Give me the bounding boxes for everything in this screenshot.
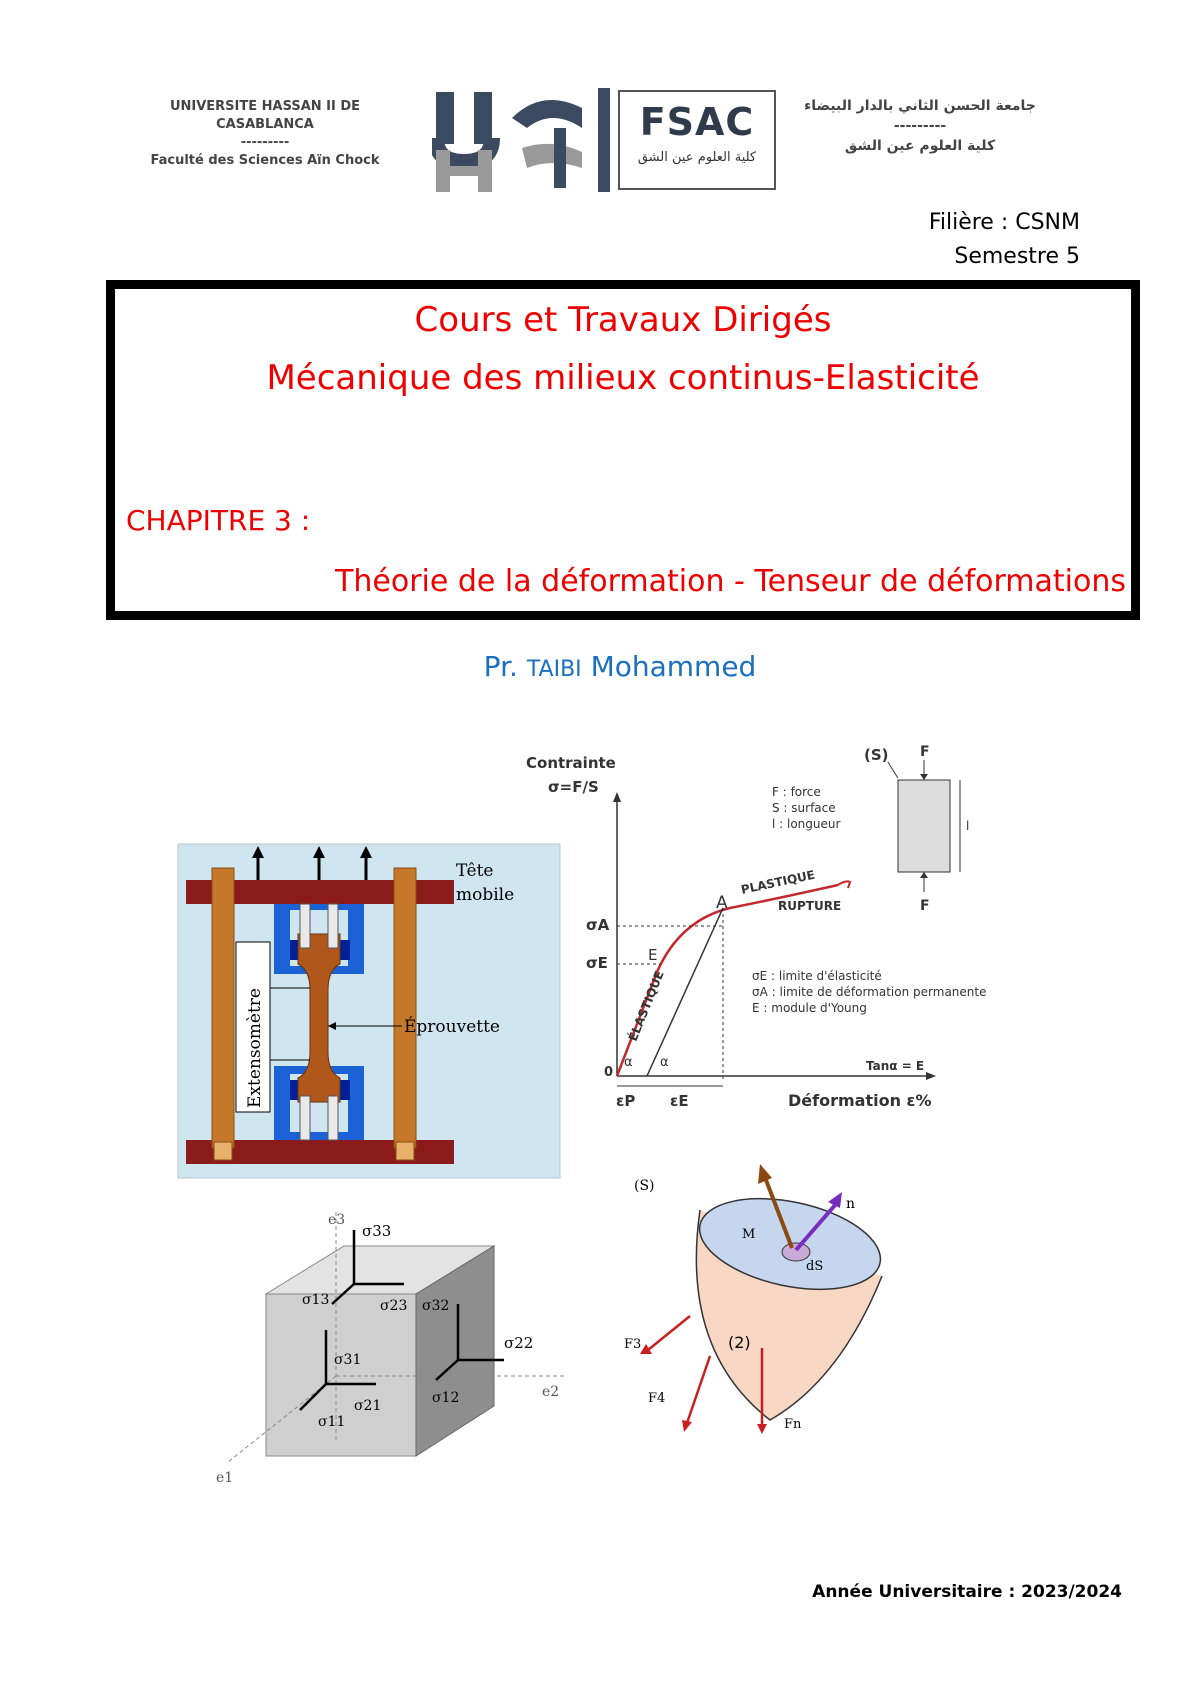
cube-front — [265, 1293, 417, 1457]
sigma-13: σ13 — [302, 1292, 329, 1308]
tan-alpha: Tanα = E — [866, 1059, 924, 1073]
specimen-label: Éprouvette — [404, 1016, 500, 1037]
axis-e3: e3 — [328, 1212, 345, 1228]
sigma-12: σ12 — [432, 1390, 459, 1406]
rupture-end — [837, 880, 852, 889]
stress-strain-figure: Contrainte σ=F/S σA σE A E ÉLASTIQUE PLA… — [526, 744, 986, 1110]
alpha-2: α — [660, 1055, 669, 1070]
author-prefix: Pr. — [483, 650, 518, 683]
separator-line: --------- — [240, 135, 290, 150]
chapter-label: CHAPITRE 3 : — [126, 504, 311, 537]
section-label: (S) — [864, 746, 889, 764]
legend-length: l : longueur — [772, 817, 840, 831]
filiere: Filière : CSNM — [928, 210, 1080, 235]
origin-label: 0 — [604, 1065, 613, 1080]
mobile-label: mobile — [456, 885, 514, 905]
epsilon-e-label: εE — [670, 1092, 689, 1110]
cube-side — [415, 1245, 495, 1457]
traction-vector — [764, 1179, 794, 1249]
sigma-31: σ31 — [334, 1352, 361, 1368]
sigma-11: σ11 — [318, 1414, 345, 1430]
point-e: E — [648, 946, 657, 964]
top-arrows — [252, 846, 372, 880]
head-label: Tête — [456, 861, 493, 881]
unloading-line — [646, 907, 724, 1077]
chapter-title: Théorie de la déformation - Tenseur de d… — [335, 564, 1126, 599]
author-firstname: Mohammed — [590, 650, 757, 683]
surface-ds: dS — [806, 1259, 823, 1274]
alpha-1: α — [624, 1055, 633, 1070]
semestre: Semestre 5 — [954, 244, 1080, 269]
rupture-label: RUPTURE — [778, 899, 841, 913]
elastic-zone-label: ÉLASTIQUE — [625, 968, 667, 1043]
extensometer — [235, 941, 271, 1113]
program-info: Filière : CSNM Semestre 5 — [929, 206, 1080, 274]
force-top-label: F — [920, 744, 930, 760]
right-column — [393, 867, 417, 1149]
course-subject: Mécanique des milieux continus-Elasticit… — [266, 358, 980, 398]
region-label: (2) — [728, 1333, 751, 1352]
author-surname: Taibi — [526, 657, 582, 682]
course-title: Cours et Travaux Dirigés — [414, 300, 832, 340]
y-axis-formula: σ=F/S — [548, 778, 599, 796]
force-f3: F3 — [624, 1337, 641, 1352]
logo-divider — [598, 88, 610, 192]
force-fn: Fn — [784, 1417, 802, 1432]
axis-e1: e1 — [216, 1470, 233, 1486]
point-m: M — [742, 1227, 755, 1242]
x-axis-label: Déformation ε% — [788, 1091, 931, 1110]
y-axis-label: Contrainte — [526, 754, 616, 772]
normal-n: n — [846, 1196, 855, 1212]
note-young: E : module d'Young — [752, 1001, 867, 1015]
university-name-ar: جامعة الحسن الثاني بالدار البيضاء ------… — [790, 96, 1050, 156]
university-line-ar: جامعة الحسن الثاني بالدار البيضاء — [804, 98, 1036, 114]
sigma-32: σ32 — [422, 1298, 449, 1314]
legend-surface: S : surface — [772, 801, 836, 815]
university-logo — [432, 92, 582, 192]
university-line: UNIVERSITE HASSAN II DE CASABLANCA — [169, 99, 361, 132]
title-box — [106, 280, 1140, 620]
axis-e2: e2 — [542, 1384, 559, 1400]
bar-specimen — [897, 779, 951, 873]
extensometer-label: Extensomètre — [245, 988, 265, 1108]
legend-force: F : force — [772, 785, 821, 799]
faculty-line-ar: كلية العلوم عين الشق — [844, 138, 996, 154]
sigma-33: σ33 — [362, 1222, 391, 1240]
faculty-line: Faculté des Sciences Aïn Chock — [150, 153, 380, 168]
stress-curve — [615, 883, 839, 1077]
force-f4: F4 — [648, 1391, 665, 1406]
fsac-arabic: كلية العلوم عين الشق — [637, 150, 757, 165]
normal-vector — [794, 1202, 838, 1252]
point-a: A — [716, 893, 728, 913]
sigma-22: σ22 — [504, 1334, 533, 1352]
sigma-e-label: σE — [586, 954, 608, 972]
fsac-logo: FSAC كلية العلوم عين الشق — [618, 90, 776, 190]
left-column — [211, 867, 235, 1149]
sigma-21: σ21 — [354, 1398, 381, 1414]
sigma-a-label: σA — [586, 916, 610, 934]
university-name-fr: UNIVERSITE HASSAN II DE CASABLANCA -----… — [120, 98, 410, 170]
solid-label: (S) — [634, 1178, 655, 1194]
sigma-23: σ23 — [380, 1298, 407, 1314]
epsilon-p-label: εP — [616, 1092, 635, 1110]
fsac-title: FSAC — [639, 100, 755, 144]
note-permanent: σA : limite de déformation permanente — [752, 985, 986, 999]
force-bottom-label: F — [920, 898, 930, 914]
cut-solid-figure: (S) M dS n (2) F3 F4 Fn — [624, 1164, 883, 1434]
note-elasticity: σE : limite d'élasticité — [752, 969, 882, 983]
tensile-machine-figure: Extensomètre Éprouvette Tête mobile — [177, 843, 561, 1179]
stress-cube-figure: e3 e2 e1 σ33 σ13 σ23 σ32 σ22 σ31 σ21 σ12… — [216, 1210, 564, 1486]
specimen — [297, 933, 341, 1103]
separator-line-ar: --------- — [893, 118, 947, 134]
academic-year: Année Universitaire : 2023/2024 — [812, 1582, 1122, 1602]
length-label: l — [966, 819, 969, 833]
author: Pr. Taibi Mohammed — [0, 650, 1200, 683]
